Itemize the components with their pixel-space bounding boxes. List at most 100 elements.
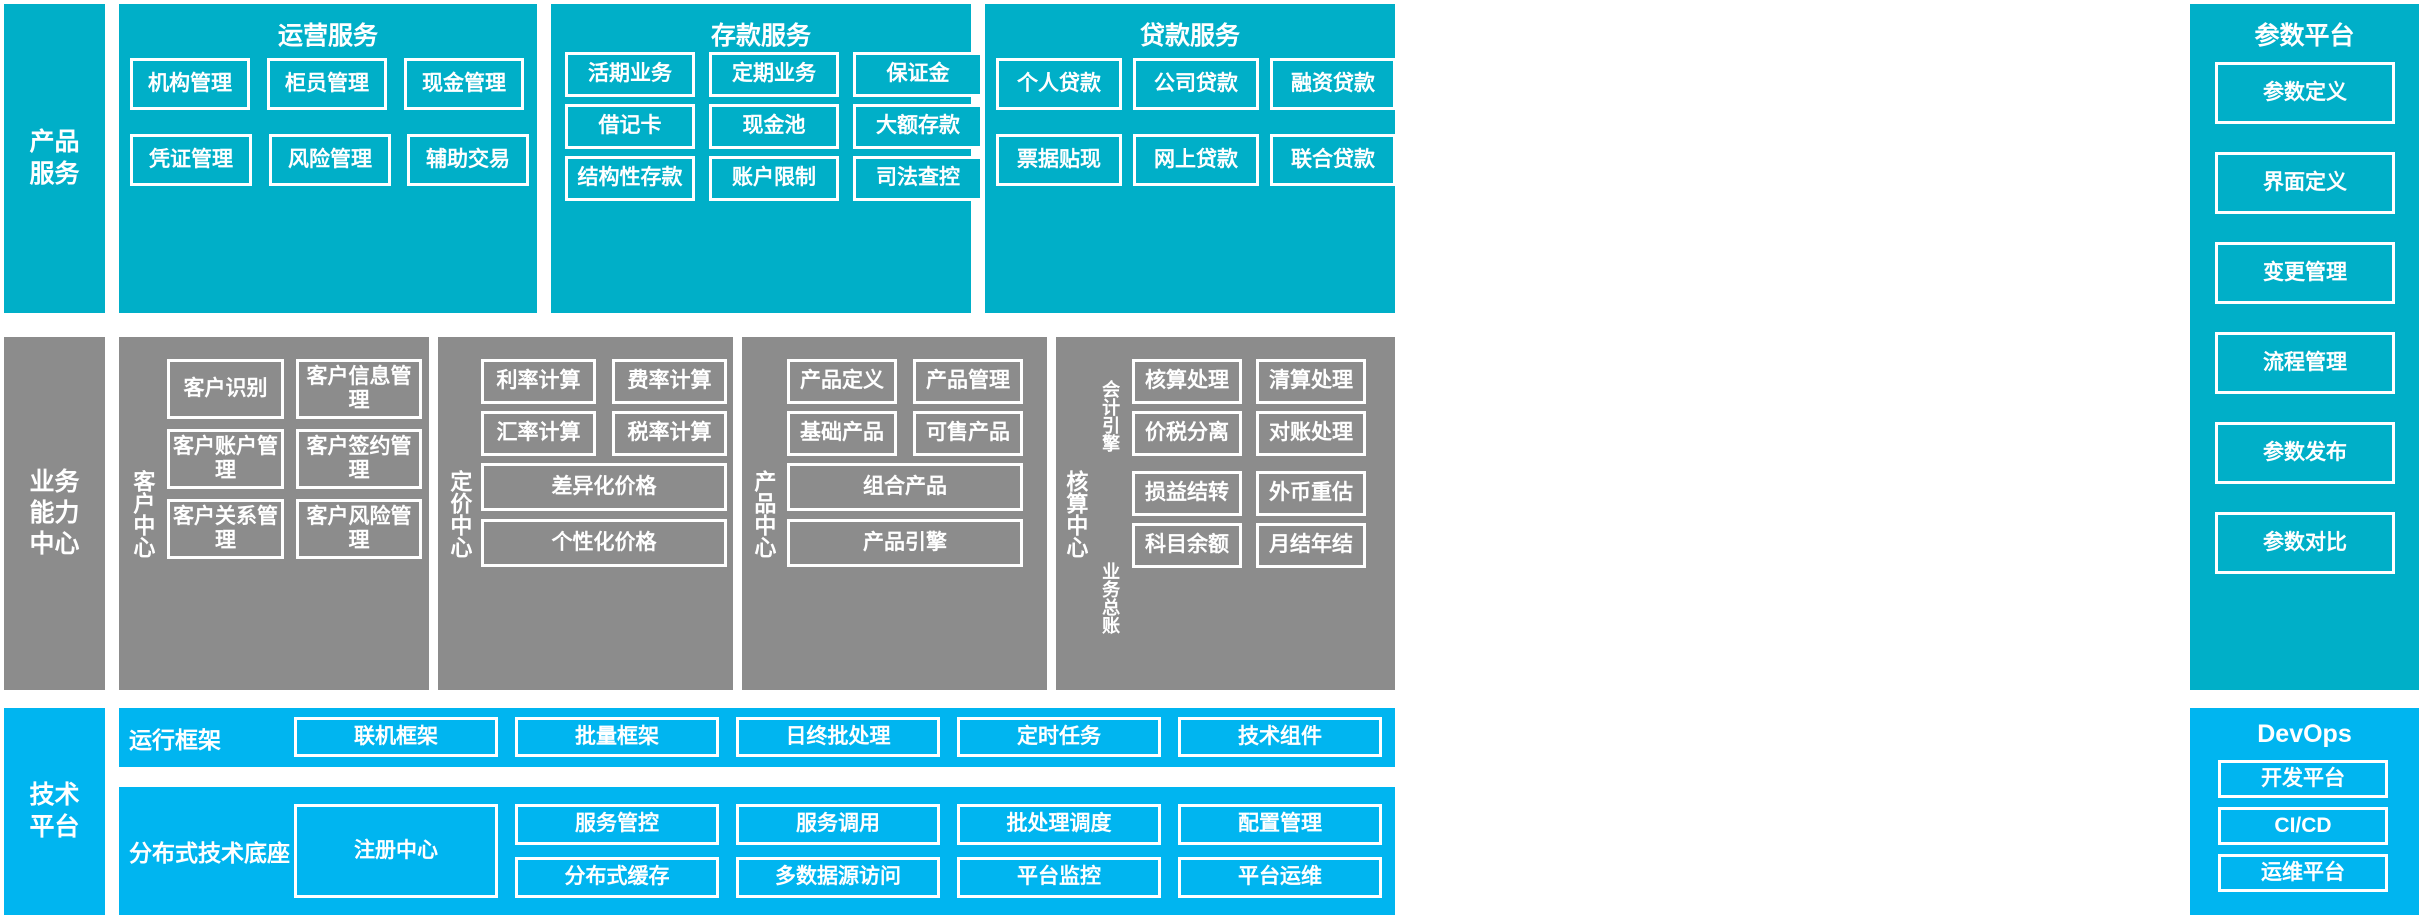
capability-cell-kehuguanxiguanli[interactable]: 客户关系管理 <box>167 499 284 559</box>
capability-cell-gexinghuajiage[interactable]: 个性化价格 <box>481 519 727 567</box>
service-cell-rongzidaikuan[interactable]: 融资贷款 <box>1270 58 1396 110</box>
capability-cell-feilvjisuan[interactable]: 费率计算 <box>612 359 727 404</box>
service-cell-pingzhengguanli[interactable]: 凭证管理 <box>130 134 252 186</box>
loan-services-title: 贷款服务 <box>1139 22 1240 50</box>
parameter-platform-column: 参数平台 参数定义 界面定义 变更管理 流程管理 参数发布 参数对比 <box>2190 4 2419 690</box>
service-cell-huoqiyewu[interactable]: 活期业务 <box>565 52 695 97</box>
capability-cell-qingsuanchuli[interactable]: 清算处理 <box>1256 359 1366 404</box>
service-cell-jiegouxingcunkuan[interactable]: 结构性存款 <box>565 156 695 201</box>
service-cell-xianjinguanli[interactable]: 现金管理 <box>404 58 524 110</box>
capability-cell-chayihuajiage[interactable]: 差异化价格 <box>481 463 727 511</box>
product-services-label: 产品 服务 <box>29 128 80 188</box>
tech-cell-piliangkuangjia[interactable]: 批量框架 <box>515 717 719 757</box>
tech-cell-rizhongpichuli[interactable]: 日终批处理 <box>736 717 940 757</box>
parameter-cell-biangengguanli[interactable]: 变更管理 <box>2215 242 2395 304</box>
capability-cell-waibichonggu[interactable]: 外币重估 <box>1256 471 1366 516</box>
loan-services-group: 贷款服务 个人贷款 公司贷款 融资贷款 票据贴现 网上贷款 联合贷款 <box>985 4 1396 313</box>
service-cell-piaojutiexian[interactable]: 票据贴现 <box>996 134 1122 186</box>
pricing-center-label: 定价中心 <box>447 469 473 558</box>
tech-cell-duoshujuyuanfangwen[interactable]: 多数据源访问 <box>736 857 940 898</box>
parameter-platform-title: 参数平台 <box>2254 22 2355 50</box>
tech-cell-fenbushihuancun[interactable]: 分布式缓存 <box>515 857 719 898</box>
service-cell-gongsidaikuan[interactable]: 公司贷款 <box>1133 58 1259 110</box>
service-cell-lianhedaikuan[interactable]: 联合贷款 <box>1270 134 1396 186</box>
general-ledger-sublabel: 业务总账 <box>1100 562 1121 634</box>
capability-cell-kehuzhanghuguanli[interactable]: 客户账户管理 <box>167 429 284 489</box>
technical-platform-label: 技术 平台 <box>29 781 80 841</box>
operation-services-title: 运营服务 <box>277 22 378 50</box>
capability-cell-kehuxinxiguanli[interactable]: 客户信息管理 <box>296 359 422 419</box>
parameter-cell-canshuduibi[interactable]: 参数对比 <box>2215 512 2395 574</box>
devops-cell-cicd[interactable]: CI/CD <box>2218 807 2388 845</box>
accounting-engine-sublabel: 会计引擎 <box>1100 380 1121 452</box>
devops-cell-yunweipingtai[interactable]: 运维平台 <box>2218 854 2388 892</box>
customer-center-label: 客户中心 <box>130 469 156 558</box>
tech-cell-pichulidiaodu[interactable]: 批处理调度 <box>957 804 1161 845</box>
capability-cell-kehushibie[interactable]: 客户识别 <box>167 359 284 419</box>
business-capability-label-panel: 业务 能力 中心 <box>4 337 105 690</box>
distributed-base-label: 分布式技术底座 <box>129 840 290 866</box>
tech-cell-fuwudiaoyong[interactable]: 服务调用 <box>736 804 940 845</box>
tech-cell-jishuzujian[interactable]: 技术组件 <box>1178 717 1382 757</box>
capability-cell-kehuqianyueguanli[interactable]: 客户签约管理 <box>296 429 422 489</box>
parameter-cell-canshufabu[interactable]: 参数发布 <box>2215 422 2395 484</box>
capability-cell-kehufengxianguanli[interactable]: 客户风险管理 <box>296 499 422 559</box>
product-services-label-panel: 产品 服务 <box>4 4 105 313</box>
capability-cell-lilvjisuan[interactable]: 利率计算 <box>481 359 596 404</box>
parameter-cell-jiemiandingyi[interactable]: 界面定义 <box>2215 152 2395 214</box>
capability-cell-hesuanchuli[interactable]: 核算处理 <box>1132 359 1242 404</box>
tech-cell-peizhiguanli[interactable]: 配置管理 <box>1178 804 1382 845</box>
service-cell-jigouguanli[interactable]: 机构管理 <box>130 58 250 110</box>
distributed-base-row: 分布式技术底座 注册中心 服务管控 服务调用 批处理调度 配置管理 分布式缓存 … <box>119 787 1395 915</box>
capability-cell-huilvjisuan[interactable]: 汇率计算 <box>481 411 596 456</box>
capability-cell-chanpinguanli[interactable]: 产品管理 <box>913 359 1023 404</box>
tech-cell-dingshirenwu[interactable]: 定时任务 <box>957 717 1161 757</box>
service-cell-guiyuanguanli[interactable]: 柜员管理 <box>267 58 387 110</box>
devops-title: DevOps <box>2257 720 2352 748</box>
customer-center-group: 客户中心 客户识别 客户信息管理 客户账户管理 客户签约管理 客户关系管理 客户… <box>119 337 429 690</box>
service-cell-fuzhujiaoyi[interactable]: 辅助交易 <box>407 134 529 186</box>
devops-cell-kaifapingtai[interactable]: 开发平台 <box>2218 760 2388 798</box>
pricing-center-group: 定价中心 利率计算 费率计算 汇率计算 税率计算 差异化价格 个性化价格 <box>438 337 733 690</box>
tech-cell-pingtaijiankong[interactable]: 平台监控 <box>957 857 1161 898</box>
tech-cell-lianjikuangjia[interactable]: 联机框架 <box>294 717 498 757</box>
capability-cell-kemuyue[interactable]: 科目余额 <box>1132 523 1242 568</box>
parameter-cell-canshudingyi[interactable]: 参数定义 <box>2215 62 2395 124</box>
devops-column: DevOps 开发平台 CI/CD 运维平台 <box>2190 708 2419 915</box>
tech-cell-pingtaiyunwei[interactable]: 平台运维 <box>1178 857 1382 898</box>
capability-cell-chanpinyinqing[interactable]: 产品引擎 <box>787 519 1023 567</box>
service-cell-sifachakong[interactable]: 司法查控 <box>853 156 983 201</box>
capability-cell-duizhangchuli[interactable]: 对账处理 <box>1256 411 1366 456</box>
capability-cell-jichuchanpin[interactable]: 基础产品 <box>787 411 897 456</box>
operation-services-group: 运营服务 机构管理 柜员管理 现金管理 凭证管理 风险管理 辅助交易 <box>119 4 537 313</box>
accounting-center-label: 核算中心 <box>1063 469 1089 558</box>
runtime-framework-label: 运行框架 <box>129 726 221 753</box>
service-cell-baozhengjin[interactable]: 保证金 <box>853 52 983 97</box>
runtime-framework-row: 运行框架 联机框架 批量框架 日终批处理 定时任务 技术组件 <box>119 708 1395 767</box>
deposit-services-group: 存款服务 活期业务 定期业务 保证金 借记卡 现金池 大额存款 结构性存款 账户… <box>551 4 983 313</box>
tech-cell-zhucezhongxin[interactable]: 注册中心 <box>294 804 498 898</box>
capability-cell-chanpindingyi[interactable]: 产品定义 <box>787 359 897 404</box>
capability-cell-shuilvjisuan[interactable]: 税率计算 <box>612 411 727 456</box>
capability-cell-sunyijiezhuan[interactable]: 损益结转 <box>1132 471 1242 516</box>
capability-cell-zuhechanpin[interactable]: 组合产品 <box>787 463 1023 511</box>
capability-cell-jiashuifenli[interactable]: 价税分离 <box>1132 411 1242 456</box>
tech-cell-fuwuguankong[interactable]: 服务管控 <box>515 804 719 845</box>
capability-cell-keshouchanpin[interactable]: 可售产品 <box>913 411 1023 456</box>
deposit-services-title: 存款服务 <box>710 22 811 50</box>
accounting-center-group: 核算中心 会计引擎 业务总账 核算处理 清算处理 价税分离 对账处理 损益结转 … <box>1056 337 1395 690</box>
capability-cell-yuejienianjie[interactable]: 月结年结 <box>1256 523 1366 568</box>
technical-platform-label-panel: 技术 平台 <box>4 708 105 915</box>
service-cell-jijika[interactable]: 借记卡 <box>565 104 695 149</box>
service-cell-zhanghuxianzhi[interactable]: 账户限制 <box>709 156 839 201</box>
service-cell-fengxianguanli[interactable]: 风险管理 <box>269 134 391 186</box>
product-center-group: 产品中心 产品定义 产品管理 基础产品 可售产品 组合产品 产品引擎 <box>742 337 1047 690</box>
parameter-cell-liuchengguanli[interactable]: 流程管理 <box>2215 332 2395 394</box>
service-cell-daecunkuan[interactable]: 大额存款 <box>853 104 983 149</box>
product-center-label: 产品中心 <box>751 469 777 558</box>
service-cell-wangshangdaikuan[interactable]: 网上贷款 <box>1133 134 1259 186</box>
service-cell-xianjinchi[interactable]: 现金池 <box>709 104 839 149</box>
service-cell-gerendaikuan[interactable]: 个人贷款 <box>996 58 1122 110</box>
service-cell-dingqiyewu[interactable]: 定期业务 <box>709 52 839 97</box>
